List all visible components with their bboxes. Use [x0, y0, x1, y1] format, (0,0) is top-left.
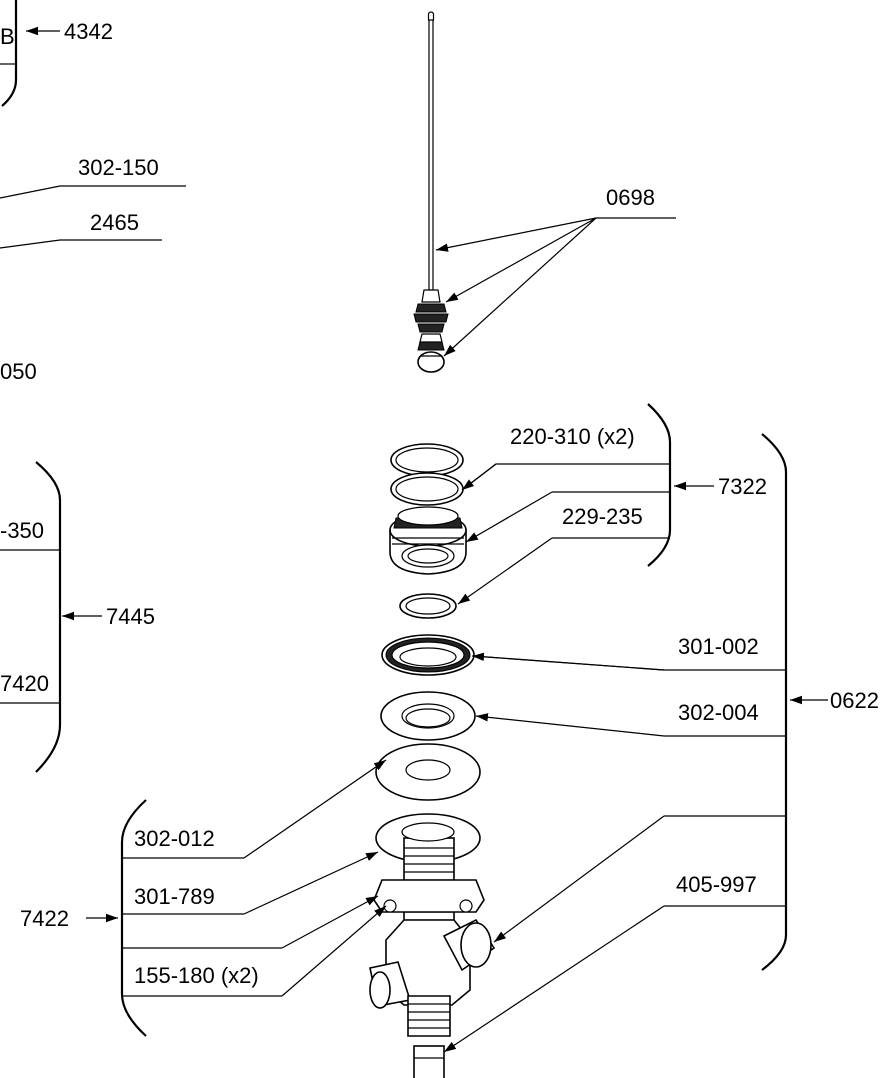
leader-0698-b — [445, 217, 597, 303]
label-7422: 7422 — [20, 906, 69, 931]
bracket-0622 — [761, 433, 788, 971]
label-229-235: 229-235 — [562, 504, 643, 529]
label-301-789: 301-789 — [134, 884, 215, 909]
label-4342: 4342 — [64, 19, 113, 44]
label-7420-partial: 7420 — [0, 671, 49, 696]
label-302-150: 302-150 — [78, 155, 159, 180]
label-405-997: 405-997 — [676, 872, 757, 897]
leader-220-310 — [461, 463, 497, 491]
leader-0698-c — [443, 217, 597, 357]
valve-body — [369, 813, 496, 1078]
leader-cartridge — [465, 491, 553, 543]
label-2465: 2465 — [90, 210, 139, 235]
leader-0698-a — [435, 217, 597, 252]
washer-302-004 — [380, 691, 476, 741]
leader-301-789 — [243, 851, 379, 915]
label-155-180: 155-180 (x2) — [134, 963, 259, 988]
leader-220-310-line — [461, 463, 670, 491]
bracket-7322 — [647, 403, 672, 567]
label-0698: 0698 — [606, 185, 655, 210]
leader-2465 — [0, 239, 162, 249]
label-b-partial: B — [0, 24, 15, 49]
washer-302-012 — [375, 743, 481, 801]
o-ring-229-235 — [399, 593, 457, 619]
leader-302-150 — [0, 185, 186, 199]
seal-301-002 — [381, 634, 475, 676]
label-302-012: 302-012 — [134, 826, 215, 851]
rod-part-0698 — [413, 11, 449, 373]
top-left-assembly: B 4342 302-150 2465 050 — [0, 0, 186, 384]
label-0622-partial: 0622 — [830, 688, 879, 713]
label-7445: 7445 — [106, 604, 155, 629]
leader-155-180-b — [281, 905, 387, 997]
leader-0622-side — [493, 815, 665, 943]
left-assembly-7445: -350 7420 7445 — [0, 461, 155, 773]
leader-405-997 — [443, 905, 665, 1053]
label-220-310: 220-310 (x2) — [510, 424, 635, 449]
leader-302-004 — [475, 713, 665, 737]
leader-155-180-a — [281, 895, 379, 949]
label-301-002: 301-002 — [678, 634, 759, 659]
leader-229-235 — [457, 537, 553, 605]
bracket-7422 — [120, 799, 147, 1037]
bracket-7445 — [35, 461, 62, 773]
o-rings-220-310 — [390, 443, 464, 506]
label-7322: 7322 — [718, 474, 767, 499]
label-050-partial: 050 — [0, 359, 37, 384]
label-302-004: 302-004 — [678, 700, 759, 725]
leader-302-012 — [243, 759, 387, 859]
leader-301-002 — [471, 652, 665, 671]
label-350-partial: -350 — [0, 518, 44, 543]
bracket-top-left — [1, 0, 18, 107]
cartridge-body — [389, 506, 467, 575]
